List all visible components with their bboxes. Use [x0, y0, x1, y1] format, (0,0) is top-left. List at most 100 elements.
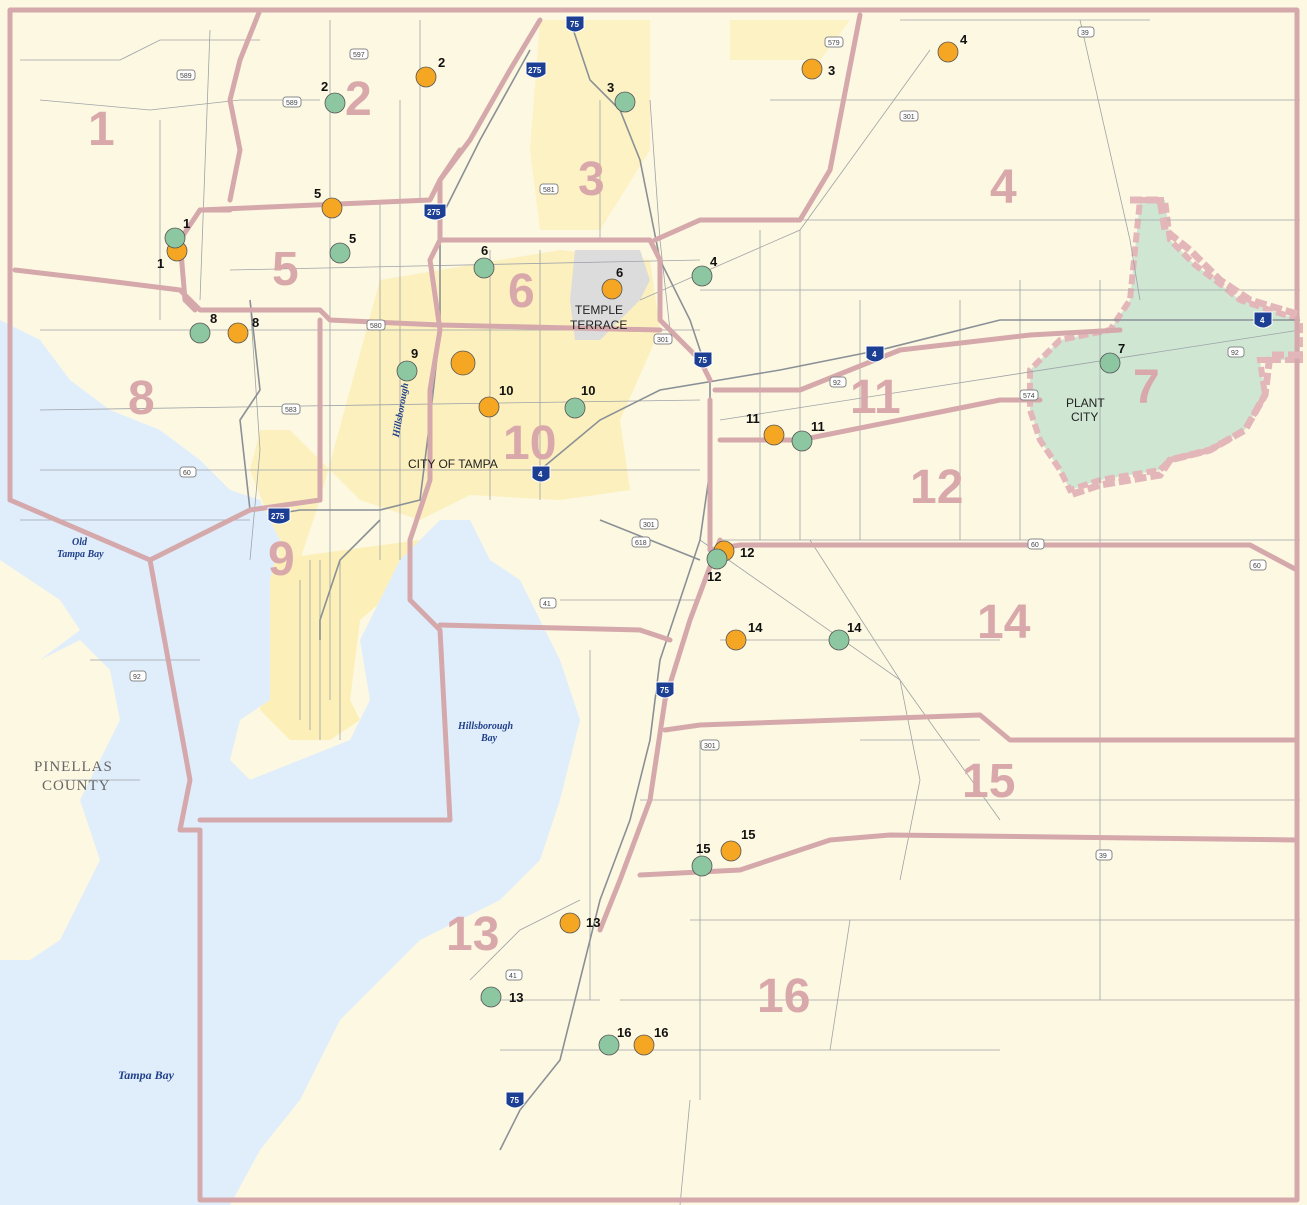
route-shield-589-west: 589: [176, 69, 196, 81]
green-marker-dot[interactable]: [691, 265, 713, 287]
green-marker-label: 8: [210, 311, 217, 326]
district-label-15: 15: [962, 755, 1015, 808]
orange-marker-6[interactable]: 6: [601, 265, 623, 300]
interstate-4-shield: 4: [865, 345, 885, 363]
green-marker-dot[interactable]: [189, 322, 211, 344]
green-marker-dot[interactable]: [324, 92, 346, 114]
green-marker-16[interactable]: 16: [598, 1025, 631, 1056]
orange-marker-10[interactable]: 11: [746, 411, 785, 446]
district-boundaries: [7, 7, 1300, 1203]
green-marker-dot[interactable]: [691, 855, 713, 877]
green-marker-dot[interactable]: [564, 397, 586, 419]
interstate-75-south-shield: 75: [655, 681, 675, 699]
district-label-13: 13: [446, 908, 499, 961]
green-marker-dot[interactable]: [329, 242, 351, 264]
orange-marker-label: 6: [616, 265, 623, 280]
orange-marker-dot[interactable]: [478, 396, 500, 418]
green-marker-12[interactable]: 12: [706, 548, 728, 584]
north-urban-area: [530, 20, 650, 230]
orange-marker-3[interactable]: 3: [801, 58, 835, 80]
svg-text:301: 301: [704, 743, 716, 750]
svg-text:39: 39: [1081, 30, 1089, 37]
green-marker-13[interactable]: 13: [480, 986, 523, 1008]
green-marker-dot[interactable]: [1099, 352, 1121, 374]
green-marker-4[interactable]: 4: [691, 254, 718, 287]
svg-text:60: 60: [1031, 542, 1039, 549]
svg-text:4: 4: [872, 350, 877, 359]
pinellas-county-label-1: PINELLAS: [34, 759, 113, 775]
svg-text:275: 275: [528, 66, 542, 75]
route-shield-301-far-south: 301: [700, 739, 720, 751]
orange-marker-5[interactable]: 5: [314, 186, 343, 219]
orange-marker-12[interactable]: 13: [559, 912, 600, 934]
green-marker-dot[interactable]: [480, 986, 502, 1008]
route-shields: 597 589 579 39 301 581 580 583 301 92 92…: [129, 26, 1267, 981]
orange-marker-dot[interactable]: [415, 66, 437, 88]
orange-marker-dot[interactable]: [801, 58, 823, 80]
orange-marker-label: 15: [741, 827, 755, 842]
green-marker-label: 7: [1118, 341, 1125, 356]
svg-text:60: 60: [1253, 563, 1261, 570]
route-shield-301-south: 301: [639, 518, 659, 530]
green-marker-dot[interactable]: [828, 629, 850, 651]
green-marker-dot[interactable]: [598, 1034, 620, 1056]
green-marker-dot[interactable]: [164, 227, 186, 249]
green-marker-dot[interactable]: [396, 360, 418, 382]
green-marker-5[interactable]: 5: [329, 231, 356, 264]
green-marker-dot[interactable]: [706, 548, 728, 570]
svg-text:581: 581: [543, 187, 555, 194]
green-marker-2[interactable]: 2: [321, 79, 346, 114]
orange-marker-dot[interactable]: [937, 41, 959, 63]
orange-marker-9[interactable]: 10: [478, 383, 513, 418]
green-marker-6[interactable]: 6: [473, 243, 495, 279]
orange-marker-dot[interactable]: [633, 1034, 655, 1056]
orange-marker-dot[interactable]: [321, 197, 343, 219]
green-marker-dot[interactable]: [473, 257, 495, 279]
green-marker-14[interactable]: 14: [828, 620, 862, 651]
hillsborough-bay-label-2: Bay: [480, 733, 498, 744]
green-marker-11[interactable]: 11: [791, 419, 825, 452]
route-shield-301-mid: 301: [653, 333, 673, 345]
orange-marker-8[interactable]: 8: [227, 315, 259, 344]
district-label-10: 10: [503, 417, 556, 470]
green-marker-10[interactable]: 10: [564, 383, 595, 419]
green-marker-label: 12: [707, 569, 721, 584]
green-marker-15[interactable]: 15: [691, 841, 713, 877]
orange-marker-dot[interactable]: [763, 424, 785, 446]
green-marker-1[interactable]: 1: [164, 216, 190, 249]
green-marker-9[interactable]: 9: [396, 346, 418, 382]
orange-marker-dot[interactable]: [450, 350, 476, 376]
orange-marker-dot[interactable]: [720, 840, 742, 862]
plant-city-label-1: PLANT: [1066, 396, 1105, 410]
orange-marker-15[interactable]: 16: [633, 1025, 668, 1056]
plant-city-boundary: [1068, 196, 1302, 499]
tampa-bay-label: Tampa Bay: [118, 1068, 175, 1082]
green-marker-8[interactable]: 8: [189, 311, 217, 344]
orange-marker-dot[interactable]: [227, 322, 249, 344]
interstate-75-far-south-shield: 75: [505, 1091, 525, 1109]
orange-marker-13[interactable]: 14: [725, 620, 763, 651]
orange-marker-14[interactable]: 15: [720, 827, 755, 862]
route-shield-41-south: 41: [505, 969, 523, 981]
green-marker-dot[interactable]: [614, 91, 636, 113]
green-marker-label: 6: [481, 243, 488, 258]
orange-marker-2[interactable]: 2: [415, 55, 445, 88]
interstate-shields: 275 75 275 75 4 4 4 275: [267, 15, 1273, 1109]
svg-text:580: 580: [370, 323, 382, 330]
green-marker-7[interactable]: 7: [1099, 341, 1125, 374]
svg-text:574: 574: [1023, 393, 1035, 400]
green-marker-3[interactable]: 3: [607, 80, 636, 113]
orange-marker-label: 14: [748, 620, 763, 635]
orange-marker-dot[interactable]: [725, 629, 747, 651]
orange-marker-dot[interactable]: [559, 912, 581, 934]
interstate-75-north-shield: 75: [565, 15, 585, 33]
svg-text:275: 275: [427, 208, 441, 217]
orange-marker-dot[interactable]: [601, 278, 623, 300]
orange-marker-7[interactable]: [450, 350, 476, 376]
route-shield-39: 39: [1077, 26, 1095, 38]
green-marker-dot[interactable]: [791, 430, 813, 452]
interstate-275-south-shield: 275: [267, 507, 291, 525]
green-marker-label: 14: [847, 620, 862, 635]
orange-marker-4[interactable]: 4: [937, 32, 968, 63]
